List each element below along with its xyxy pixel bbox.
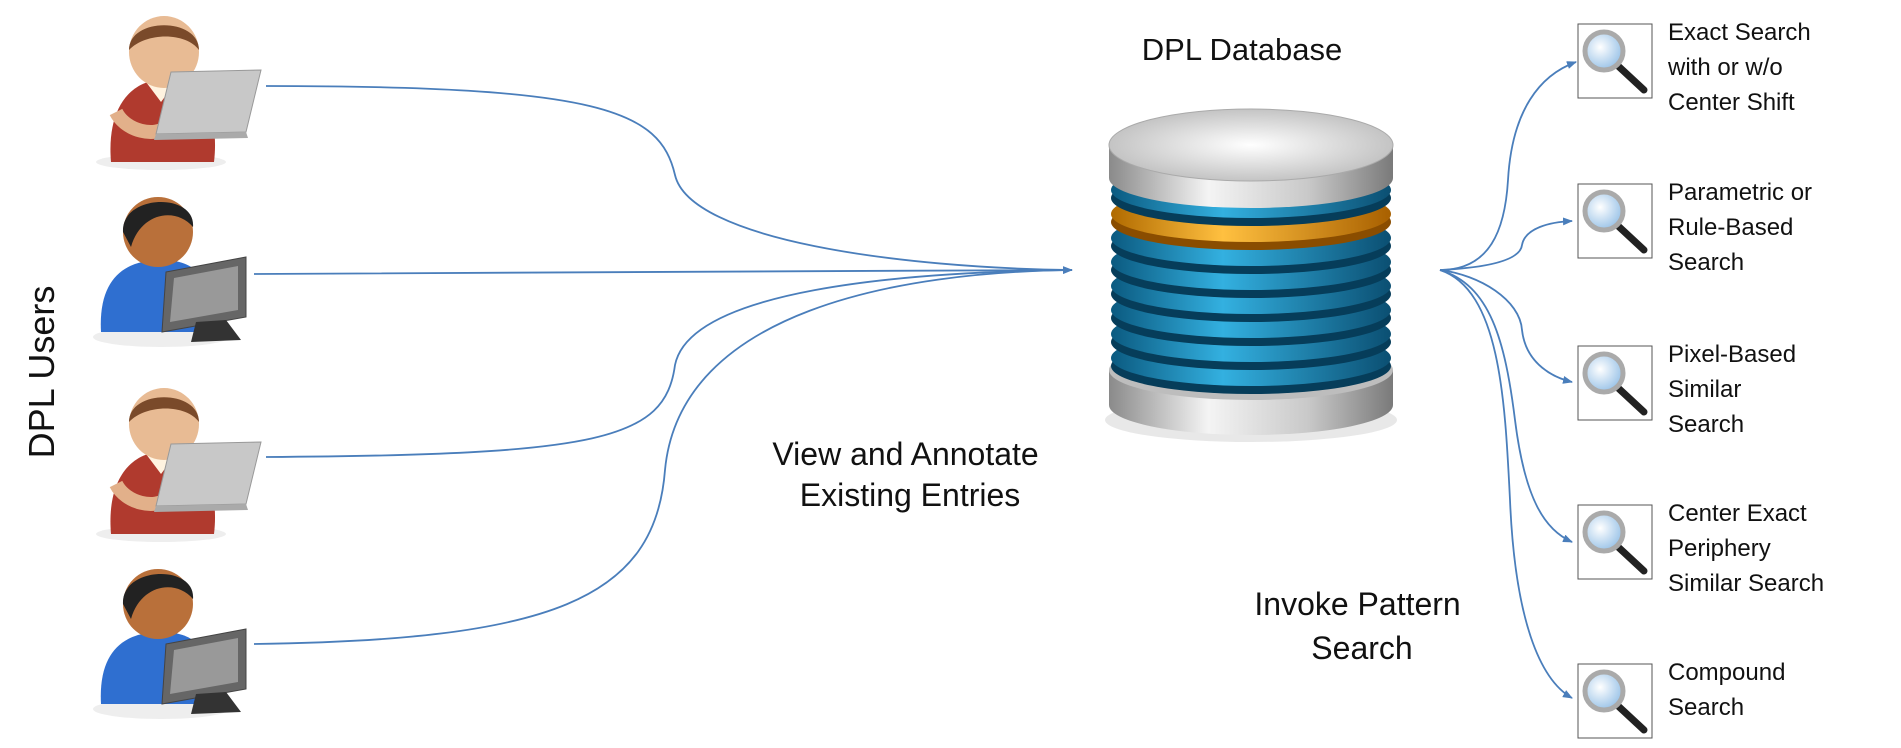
male-desktop-user-icon [93, 197, 247, 347]
connector-search-4 [1439, 269, 1573, 543]
magnifier-icon [1577, 663, 1653, 739]
female-laptop-user-icon [96, 16, 262, 170]
magnifier-icon [1577, 183, 1653, 259]
view-annotate-label: View and Annotate Existing Entries [772, 436, 1047, 513]
connector-user-1 [265, 85, 1073, 271]
users-label: DPL Users [21, 286, 62, 459]
magnifier-icon [1577, 345, 1653, 421]
connector-user-3 [265, 269, 1073, 458]
connector-search-1 [1439, 61, 1577, 271]
invoke-search-label: Invoke Pattern Search [1254, 586, 1469, 666]
database-icon [1105, 108, 1397, 442]
connector-search-5 [1439, 269, 1573, 699]
connector-user-4 [253, 266, 1073, 645]
connector-search-3 [1439, 269, 1573, 384]
connector-search-2 [1439, 217, 1573, 271]
magnifier-icon [1577, 23, 1653, 99]
male-desktop-user-icon [93, 569, 247, 719]
magnifier-icon [1577, 504, 1653, 580]
connector-user-2 [253, 269, 1073, 275]
female-laptop-user-icon [96, 388, 262, 542]
database-label: DPL Database [1142, 32, 1342, 67]
